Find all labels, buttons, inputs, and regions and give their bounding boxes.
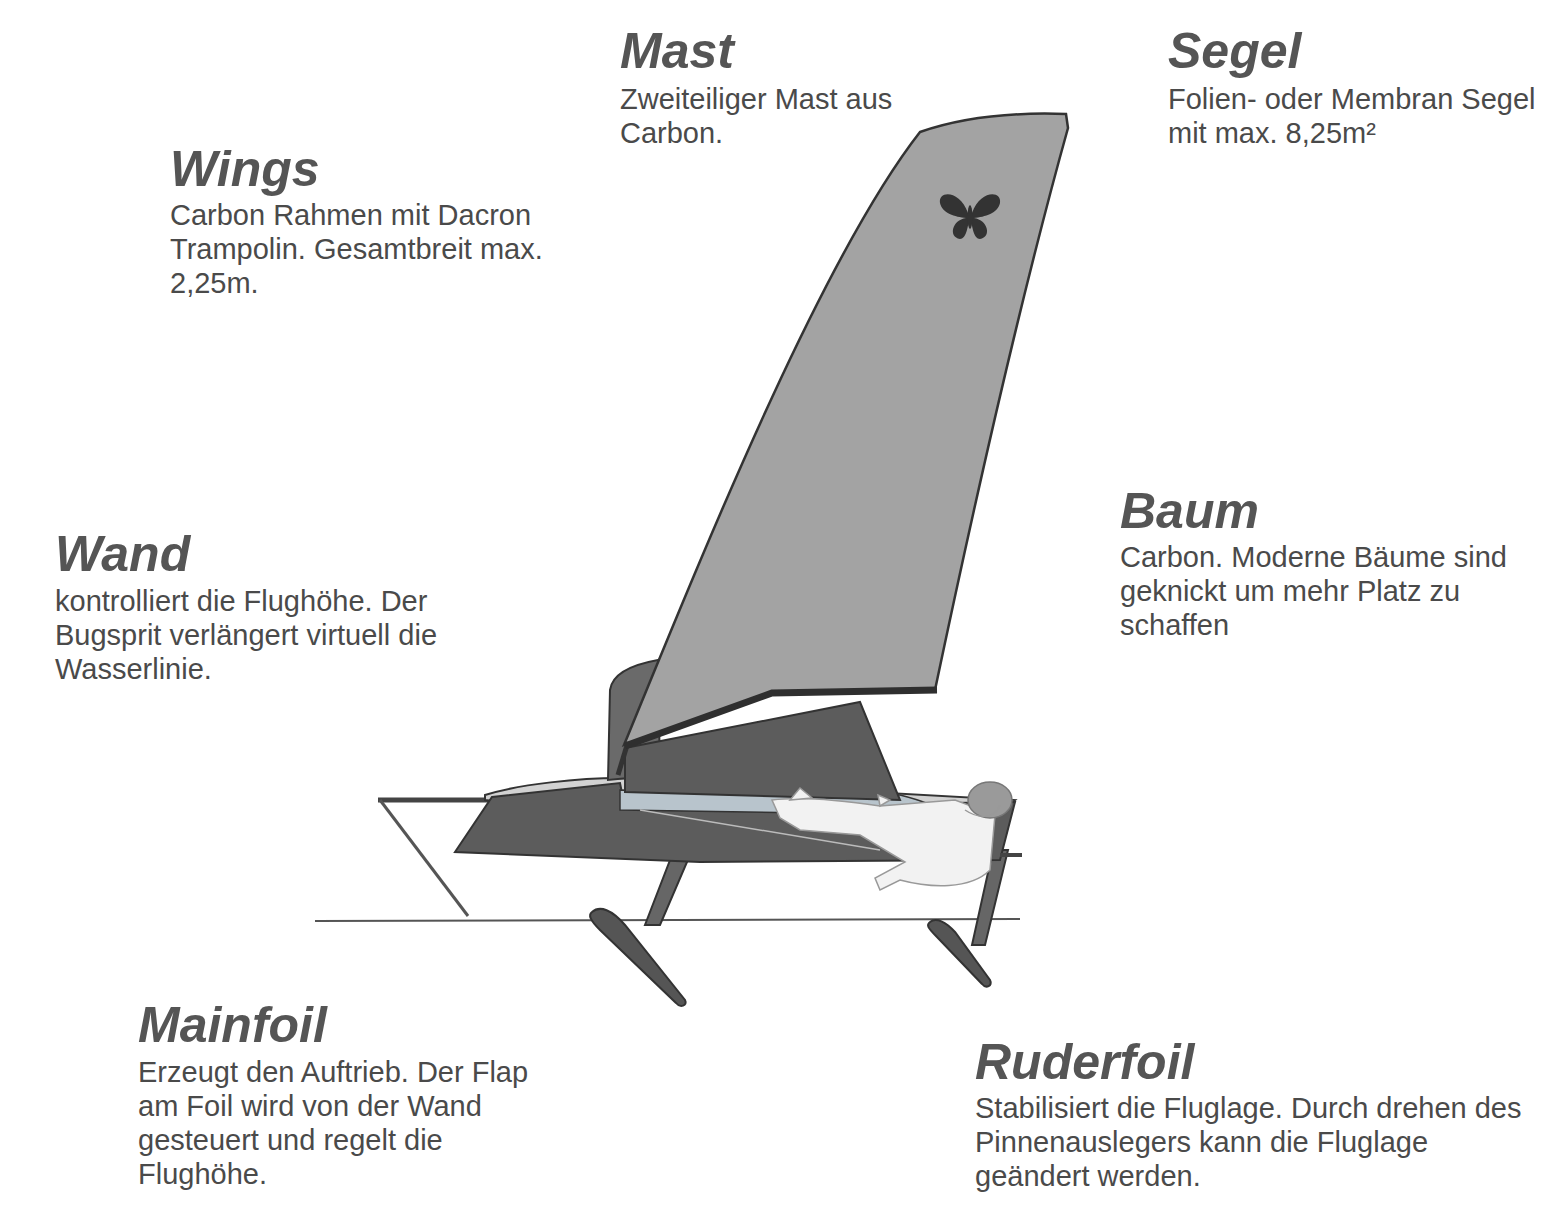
sail xyxy=(624,114,1068,745)
part-description: kontrolliert die Flughöhe. Der Bugsprit … xyxy=(55,585,475,687)
main-foil-strut xyxy=(645,855,690,925)
rudder-foil xyxy=(928,920,991,986)
part-description: Zweiteiliger Mast aus Carbon. xyxy=(620,83,920,151)
part-name: Mainfoil xyxy=(138,998,468,1053)
part-name: Mast xyxy=(620,24,950,79)
wand xyxy=(380,800,468,916)
part-description: Carbon. Moderne Bäume sind geknickt um m… xyxy=(1120,541,1550,643)
part-name: Ruderfoil xyxy=(975,1035,1305,1090)
tiller-extension xyxy=(1000,853,1022,857)
part-description: Carbon Rahmen mit Dacron Trampolin. Gesa… xyxy=(170,199,590,301)
part-description: Stabilisiert die Fluglage. Durch drehen … xyxy=(975,1092,1550,1194)
main-foil xyxy=(590,909,686,1006)
part-description: Erzeugt den Auftrieb. Der Flap am Foil w… xyxy=(138,1056,558,1192)
part-name: Wand xyxy=(55,527,385,582)
water-line xyxy=(315,919,1020,921)
mainsheet xyxy=(640,810,880,850)
part-name: Baum xyxy=(1120,484,1450,539)
part-name: Wings xyxy=(170,142,500,197)
part-name: Segel xyxy=(1168,24,1548,79)
butterfly-logo xyxy=(940,194,1000,239)
boom xyxy=(625,690,937,746)
sailor xyxy=(772,782,1012,890)
part-description: Folien- oder Membran Segel mit max. 8,25… xyxy=(1168,83,1548,151)
bowsprit xyxy=(378,798,492,803)
